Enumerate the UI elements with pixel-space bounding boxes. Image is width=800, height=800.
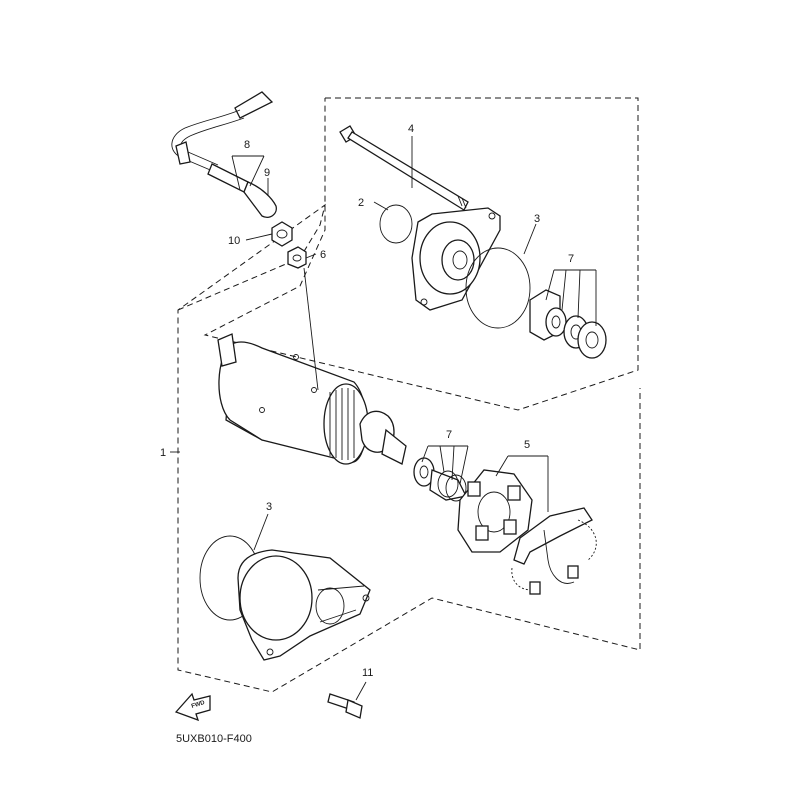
upper-assembly-dashed-outline [203, 97, 639, 411]
svg-text:FWD: FWD [191, 700, 206, 710]
starter-cable [171, 91, 277, 218]
label-part-1: 1 [160, 447, 166, 459]
label-part-2: 2 [358, 197, 364, 209]
label-part-5: 5 [524, 439, 530, 451]
front-cover-housing [411, 207, 501, 311]
label-part-6: 6 [320, 249, 326, 261]
nut-part-6 [287, 246, 307, 269]
label-part-10: 10 [228, 235, 240, 247]
label-part-7-upper: 7 [568, 253, 574, 265]
label-part-8: 8 [244, 139, 250, 151]
fwd-arrow-icon: FWD [174, 692, 211, 722]
label-part-3-upper: 3 [534, 213, 540, 225]
washer-set-upper-part-7 [529, 289, 607, 359]
brush-holder-part-5 [457, 469, 533, 553]
label-part-9: 9 [264, 167, 270, 179]
label-part-4: 4 [408, 123, 414, 135]
label-part-3-lower: 3 [266, 501, 272, 513]
rear-cover [237, 549, 371, 661]
main-assembly-dashed-outline [177, 203, 641, 693]
brush-plate-with-wires [511, 507, 597, 595]
starter-motor-body [217, 333, 407, 465]
o-ring-part-2 [379, 204, 413, 244]
nut-part-10 [271, 221, 293, 247]
label-part-11: 11 [362, 667, 373, 679]
bolt-part-11 [327, 693, 363, 719]
label-part-7-lower: 7 [446, 429, 452, 441]
washer-set-lower-part-7 [413, 457, 467, 502]
large-o-ring-upper-part-3 [465, 247, 531, 329]
diagram-code: 5UXB010-F400 [176, 733, 252, 745]
leader-lines [170, 136, 597, 701]
